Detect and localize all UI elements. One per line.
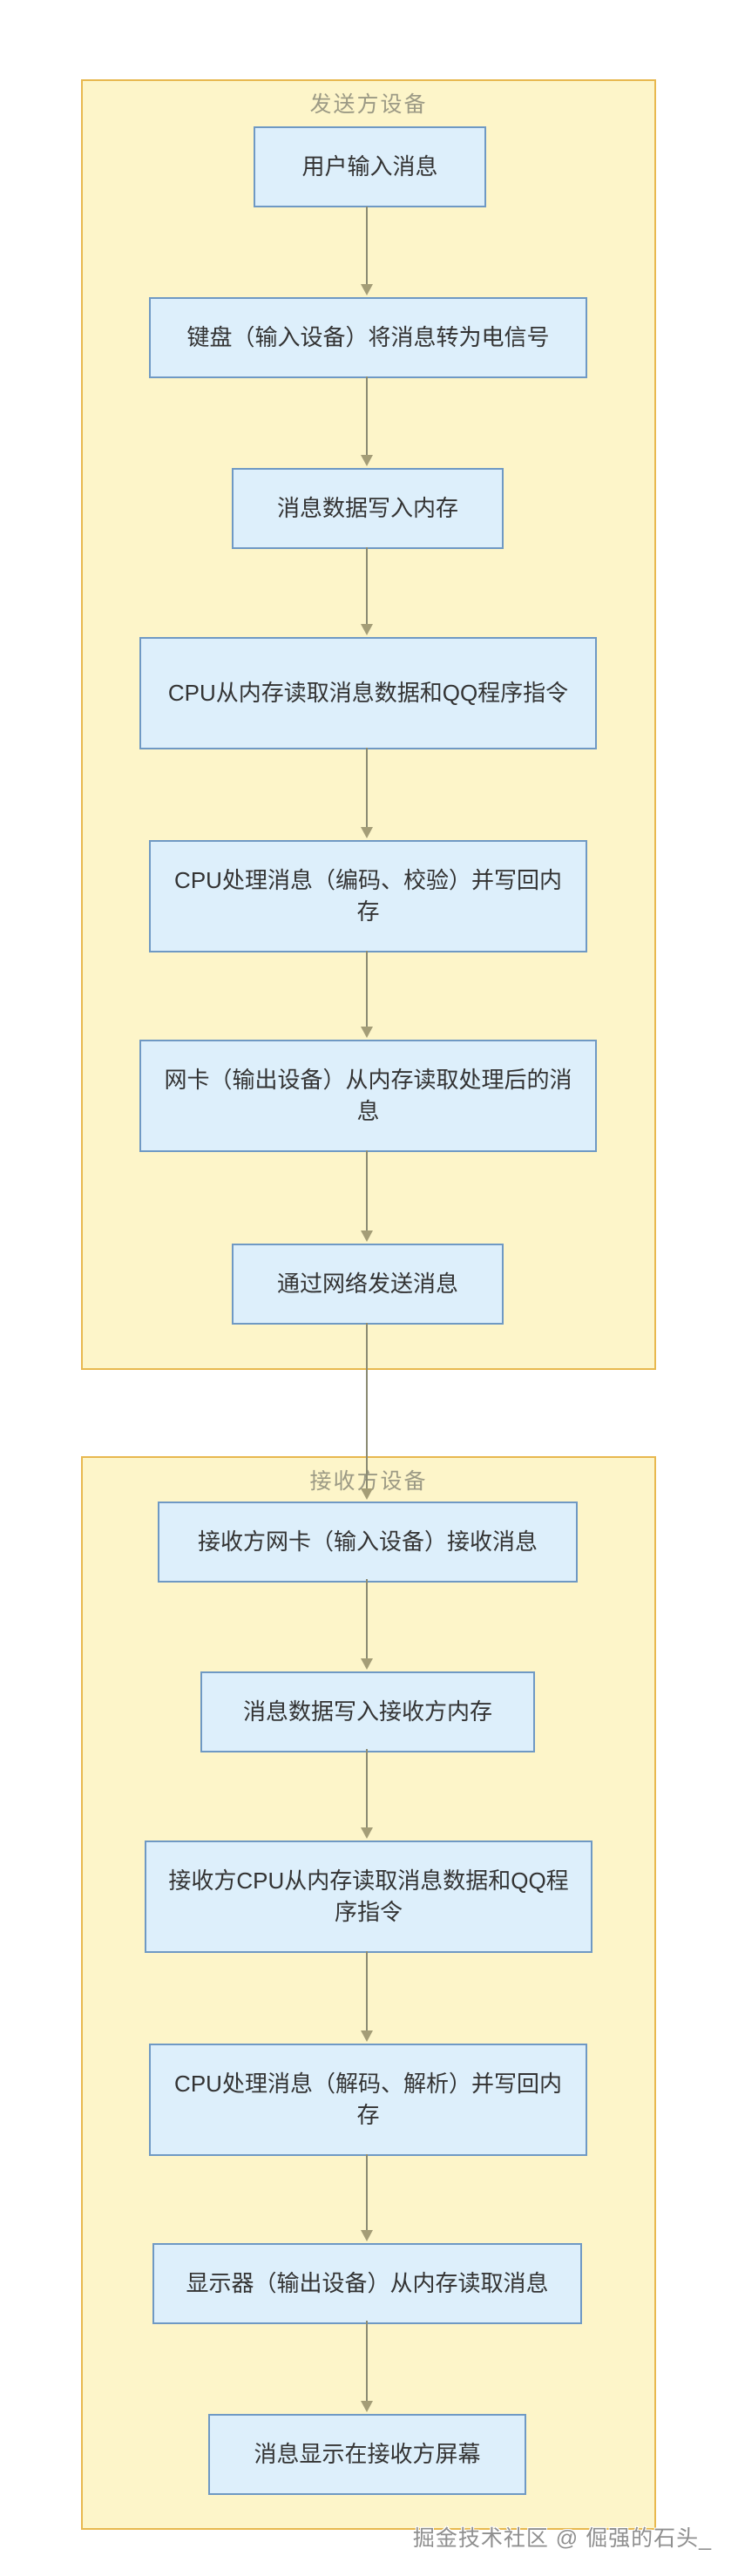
cluster-sender-title: 发送方设备 (309, 92, 428, 117)
flow-arrow-icon (360, 2321, 374, 2412)
flow-arrow-icon (360, 1951, 374, 2042)
flow-arrow-icon (360, 1150, 374, 1242)
node-receiver-nic-receive: 接收方网卡（输入设备）接收消息 (158, 1502, 578, 1583)
flow-arrow-icon (360, 2154, 374, 2241)
node-display-read-memory: 显示器（输出设备）从内存读取消息 (152, 2243, 582, 2324)
node-keyboard-convert: 键盘（输入设备）将消息转为电信号 (149, 297, 587, 378)
flow-arrow-icon (360, 376, 374, 466)
node-nic-read-processed: 网卡（输出设备）从内存读取处理后的消息 (139, 1040, 597, 1152)
node-message-on-screen: 消息显示在接收方屏幕 (208, 2414, 526, 2495)
node-write-memory: 消息数据写入内存 (232, 468, 504, 549)
node-cpu-read-memory: CPU从内存读取消息数据和QQ程序指令 (139, 637, 597, 749)
node-receiver-cpu-read: 接收方CPU从内存读取消息数据和QQ程序指令 (145, 1840, 592, 1953)
node-write-receiver-memory: 消息数据写入接收方内存 (200, 1671, 535, 1752)
node-send-via-network: 通过网络发送消息 (232, 1244, 504, 1325)
flow-arrow-icon (360, 748, 374, 838)
flow-arrow-icon (360, 1579, 374, 1670)
node-cpu-process-encode: CPU处理消息（编码、校验）并写回内存 (149, 840, 587, 952)
flow-arrow-icon (360, 951, 374, 1038)
flow-arrow-icon (360, 207, 374, 295)
watermark: 掘金技术社区 @ 倔强的石头_ (412, 2526, 712, 2551)
flow-arrow-icon (360, 547, 374, 635)
node-cpu-process-decode: CPU处理消息（解码、解析）并写回内存 (149, 2044, 587, 2156)
flow-arrow-cross-cluster-icon (360, 1323, 374, 1500)
cluster-receiver-device: 接收方设备 接收方网卡（输入设备）接收消息 消息数据写入接收方内存 接收方CPU… (81, 1456, 656, 2530)
node-user-input-message: 用户输入消息 (254, 126, 486, 207)
flow-arrow-icon (360, 1749, 374, 1839)
